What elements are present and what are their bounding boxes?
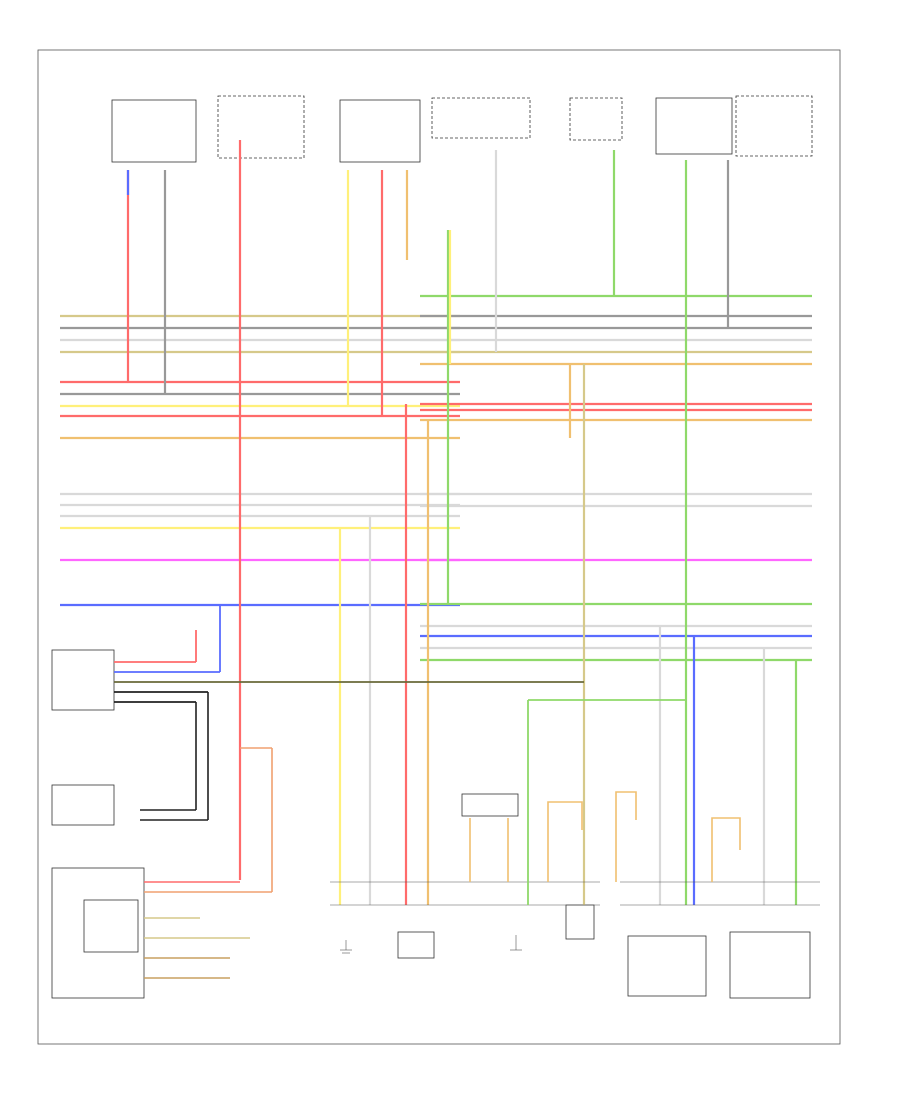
display-unit-inner [83,899,139,953]
component-box-c [655,97,733,155]
bottom-connector-b [565,904,595,940]
wire-verticals [126,140,798,905]
fuse-box-b [431,97,531,139]
seat-module-box [729,931,811,999]
diagram-border [37,49,841,1045]
fuse-box-c [569,97,623,141]
seat-sensor-box [51,784,115,826]
component-box-a [111,99,197,163]
bottom-connector-a [397,931,435,959]
fuse-box-d [735,95,813,157]
wire-bus-left [60,314,460,607]
display-unit-wiring [144,747,273,979]
switch-loops [469,791,741,882]
occupant-switch-box [461,793,519,817]
wire-bus-right [420,294,812,662]
bcm-wiring [114,605,810,905]
passenger-module-box [627,935,707,997]
bcm-module [51,649,115,711]
component-box-b [339,99,421,163]
ground-symbols [340,935,522,954]
connector-row-bottom [330,881,820,906]
fuse-box-a [217,95,305,159]
